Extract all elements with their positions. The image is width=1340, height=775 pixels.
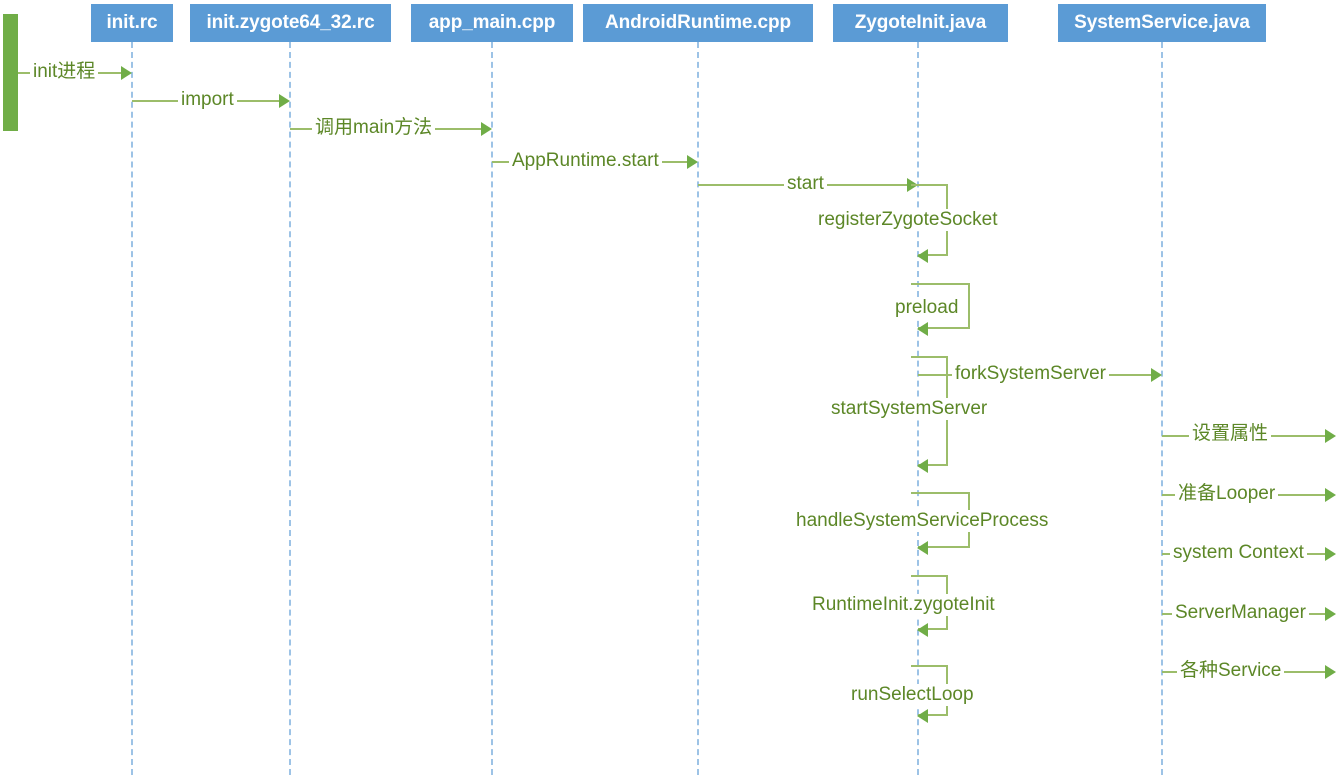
participant-init[interactable]: init.rc [91,4,173,42]
message-arrowhead-m10 [1325,607,1336,621]
participant-android_rt[interactable]: AndroidRuntime.cpp [583,4,813,42]
self-call-start-tick-s1 [911,184,920,186]
message-label-m11: 各种Service [1177,660,1285,682]
self-call-label-s5: RuntimeInit.zygoteInit [809,594,998,616]
lifeline-app_main [491,42,493,775]
message-arrowhead-m7 [1325,429,1336,443]
lifeline-system_service [1161,42,1163,775]
participant-zygote_init[interactable]: ZygoteInit.java [833,4,1008,42]
lifeline-init [131,42,133,775]
participant-label: init.zygote64_32.rc [206,12,375,33]
message-arrowhead-m1 [121,66,132,80]
message-arrowhead-m9 [1325,547,1336,561]
init-process-activation [3,14,18,131]
message-label-m8: 准备Looper [1175,483,1279,505]
message-arrowhead-m8 [1325,488,1336,502]
self-call-arrowhead-s2 [917,322,928,336]
self-call-label-s4: handleSystemServiceProcess [793,510,1052,532]
participant-app_main[interactable]: app_main.cpp [411,4,573,42]
self-call-start-tick-s5 [911,575,920,577]
self-call-arrowhead-s1 [917,249,928,263]
message-label-m3: 调用main方法 [312,117,436,139]
message-label-m1: init进程 [30,61,99,83]
self-call-arrowhead-s4 [917,541,928,555]
participant-zygote_rc[interactable]: init.zygote64_32.rc [190,4,391,42]
message-label-m4: AppRuntime.start [509,150,662,172]
participant-system_service[interactable]: SystemService.java [1058,4,1266,42]
self-call-start-tick-s6 [911,665,920,667]
participant-label: AndroidRuntime.cpp [604,12,792,33]
message-label-m9: system Context [1170,542,1307,564]
self-call-arrowhead-s5 [917,623,928,637]
message-label-m10: ServerManager [1172,602,1309,624]
message-label-m7: 设置属性 [1189,423,1272,445]
self-call-start-tick-s2 [911,283,920,285]
self-call-label-s6: runSelectLoop [848,684,977,706]
participant-label: app_main.cpp [428,12,556,33]
message-arrowhead-m4 [687,155,698,169]
message-label-m2: import [178,89,237,111]
message-label-m6: forkSystemServer [952,363,1109,385]
participant-label: ZygoteInit.java [854,12,987,33]
participant-label: SystemService.java [1074,12,1250,33]
message-arrowhead-m11 [1325,665,1336,679]
self-call-arrowhead-s6 [917,709,928,723]
message-arrowhead-m3 [481,122,492,136]
self-call-start-tick-s4 [911,492,920,494]
message-arrowhead-m2 [279,94,290,108]
participant-label: init.rc [106,12,158,33]
lifeline-zygote_rc [289,42,291,775]
self-call-label-s1: registerZygoteSocket [815,209,1001,231]
self-call-arrowhead-s3 [917,459,928,473]
self-call-label-s2: preload [892,297,962,319]
lifeline-android_rt [697,42,699,775]
self-call-label-s3: startSystemServer [828,398,991,420]
self-call-start-tick-s3 [911,356,920,358]
message-label-m5: start [784,173,827,195]
self-call-loop-s2 [918,283,970,329]
message-arrowhead-m6 [1151,368,1162,382]
